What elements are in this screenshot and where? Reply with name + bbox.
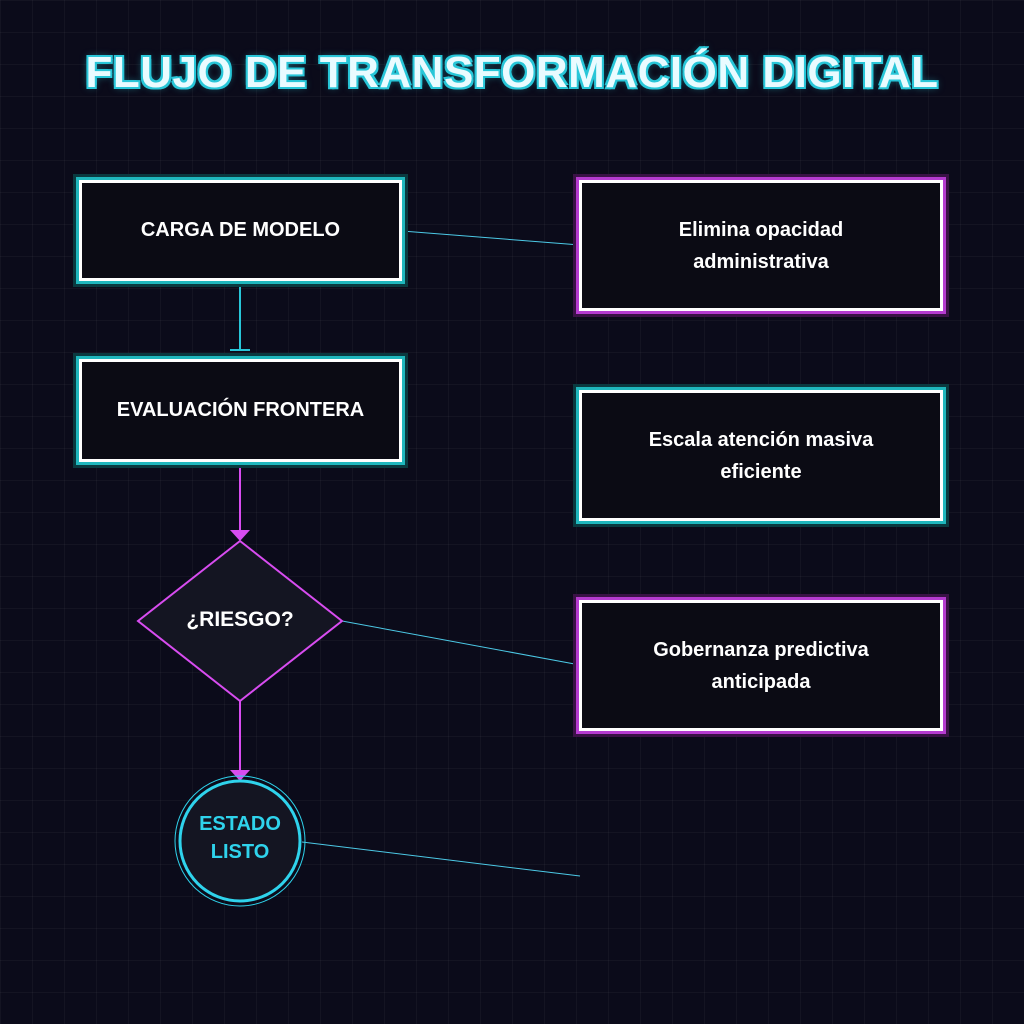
terminal-circle-outer — [174, 775, 306, 907]
note-attention-text: Escala atención masiva eficiente — [648, 428, 874, 483]
note-attention: Escala atención masiva eficiente — [579, 390, 943, 521]
terminal-ready-line1: ESTADO — [199, 813, 281, 835]
terminal-ready-line2: LISTO — [210, 841, 270, 863]
diagram-title: FLUJO DE TRANSFORMACIÓN DIGITAL — [85, 48, 939, 97]
step-frontier-evaluation: EVALUACIÓN FRONTERA — [79, 359, 402, 462]
terminal-circle — [178, 779, 302, 903]
step-frontier-evaluation-label: EVALUACIÓN FRONTERA — [116, 399, 365, 421]
connector-load-note — [401, 230, 581, 246]
flow-eval-to-risk-arrowhead — [230, 530, 250, 541]
connector-risk-note — [341, 620, 581, 666]
decision-risk-label: ¿RIESGO? — [186, 608, 294, 631]
note-governance: Gobernanza predictiva anticipada — [579, 600, 943, 731]
terminal-ready-label: ESTADO LISTO — [180, 810, 300, 866]
note-governance-text: Gobernanza predictiva anticipada — [653, 638, 869, 693]
step-load-model: CARGA DE MODELO — [79, 180, 402, 281]
step-load-model-label: CARGA DE MODELO — [140, 219, 341, 241]
connector-ready-line — [301, 841, 581, 877]
note-opacity-text: Elimina opacidad administrativa — [678, 218, 844, 273]
note-opacity: Elimina opacidad administrativa — [579, 180, 943, 311]
